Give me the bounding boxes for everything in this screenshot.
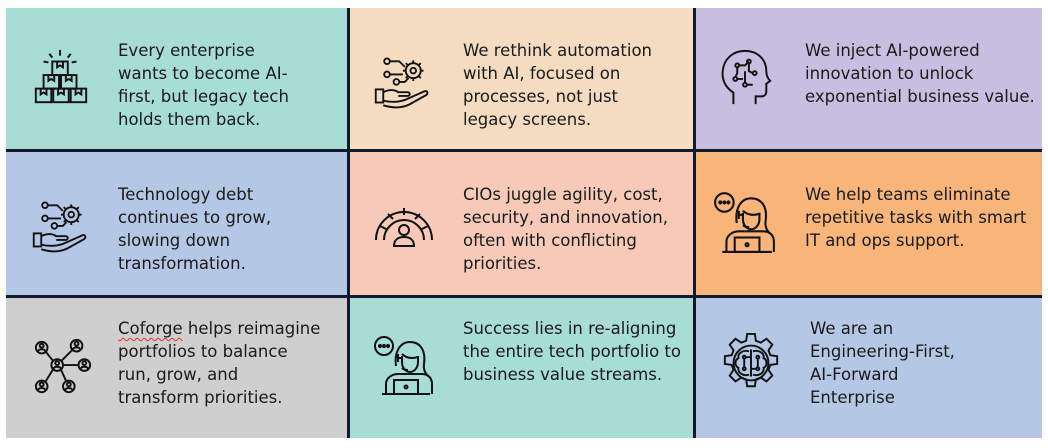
ai-head-icon	[714, 46, 776, 108]
cell-enterprise-ai-first: Every enterprise wants to become AI- fir…	[6, 8, 350, 152]
support-agent-icon	[372, 332, 436, 396]
brand-name: Coforge	[118, 319, 183, 338]
cell-engineering-first: We are an Engineering-First, AI-Forward …	[696, 298, 1042, 438]
gauge-person-icon	[372, 196, 436, 252]
cell-text: Technology debt continues to grow, slowi…	[118, 185, 272, 273]
gear-brain-icon	[720, 332, 782, 394]
cell-text: We inject AI-powered innovation to unloc…	[805, 41, 1035, 106]
cell-text: Success lies in re-aligning the entire t…	[463, 319, 681, 384]
cell-technology-debt: Technology debt continues to grow, slowi…	[6, 152, 350, 298]
cell-text: We are an Engineering-First, AI-Forward …	[810, 319, 955, 407]
cell-coforge-portfolios: Coforge helps reimagine portfolios to ba…	[6, 298, 350, 438]
hand-gears-icon	[372, 50, 432, 110]
network-people-icon	[32, 336, 94, 398]
cell-text: Coforge helps reimagine portfolios to ba…	[118, 317, 320, 409]
hand-gears-icon	[30, 194, 90, 254]
cell-text: Every enterprise wants to become AI- fir…	[118, 41, 289, 129]
value-grid: Every enterprise wants to become AI- fir…	[6, 8, 1042, 438]
cell-help-teams: We help teams eliminate repetitive tasks…	[696, 152, 1042, 298]
cell-rethink-automation: We rethink automation with AI, focused o…	[350, 8, 696, 152]
cell-text: We help teams eliminate repetitive tasks…	[805, 185, 1027, 250]
building-blocks-icon	[30, 46, 92, 108]
cell-text: CIOs juggle agility, cost, security, and…	[463, 185, 668, 273]
cell-cios-juggle: CIOs juggle agility, cost, security, and…	[350, 152, 696, 298]
cell-text-rest: helps reimagine portfolios to balance ru…	[118, 319, 321, 407]
cell-success-realigning: Success lies in re-aligning the entire t…	[350, 298, 696, 438]
support-agent-icon	[712, 188, 778, 254]
cell-text: We rethink automation with AI, focused o…	[463, 41, 653, 129]
cell-ai-innovation: We inject AI-powered innovation to unloc…	[696, 8, 1042, 152]
